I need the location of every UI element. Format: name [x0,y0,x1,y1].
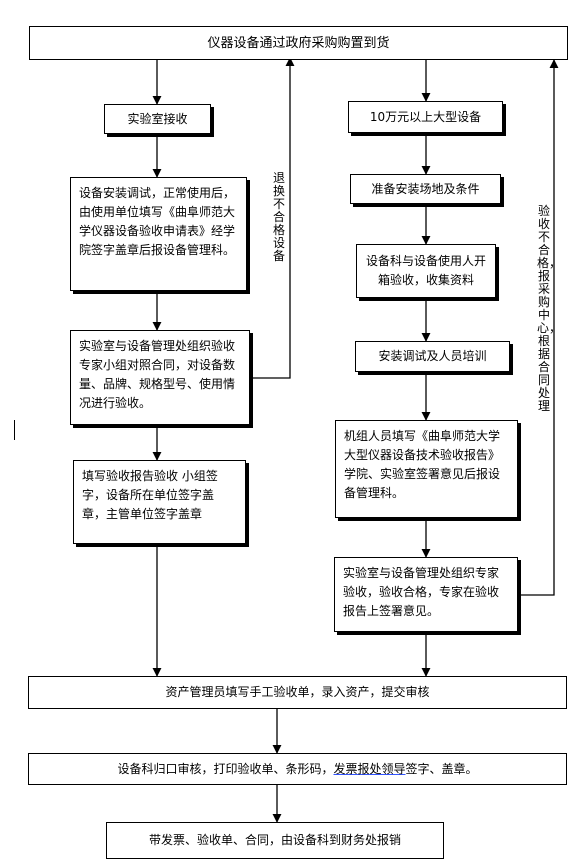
box-finance-reimburse: 带发票、验收单、合同，由设备科到财务处报销 [106,822,444,859]
box-tech-report: 机组人员填写《曲阜师范大学大型仪器设备技术验收报告》 学院、实验室签署意见后报设… [335,420,518,518]
box-install-debug: 设备安装调试，正常使用后，由使用单位填写《曲阜师范大学仪器设备验收申请表》经学院… [70,177,247,291]
text-cursor [14,420,15,440]
box-asset-entry: 资产管理员填写手工验收单，录入资产，提交审核 [28,676,567,709]
box-unpack-check: 设备科与设备使用人开箱验收，收集资料 [356,244,496,298]
box-report-sign: 填写验收报告验收 小组签字，设备所在单位签字盖章，主管单位签字盖章 [73,460,246,544]
box-expert-check: 实验室与设备管理处组织验收专家小组对照合同，对设备数量、品牌、规格型号、使用情况… [70,330,250,425]
dept-text-before: 设备科归口审核，打印验收单、条形码， [117,761,334,776]
label-return-unqualified: 退换不合格设备 [272,171,285,263]
box-expert-accept: 实验室与设备管理处组织专家验收，验收合格，专家在验收报告上签署意见。 [334,557,518,632]
box-prepare-site: 准备安装场地及条件 [350,174,501,204]
dept-text-after: 签字、盖章。 [405,761,478,776]
label-fail-handling: 验收不合格，报采购中心，根据合同处理 [537,204,562,413]
arrow-return-loop [250,57,295,379]
box-dept-review: 设备科归口审核，打印验收单、条形码，发票报处领导签字、盖章。 [28,753,567,785]
box-large-equipment: 10万元以上大型设备 [348,101,503,133]
box-arrival: 仪器设备通过政府采购购置到货 [29,26,568,60]
dept-text-underlined: 发票报处领导 [333,761,406,776]
box-install-train: 安装调试及人员培训 [355,341,510,372]
box-lab-receive: 实验室接收 [104,104,211,134]
arrow-fail-loop [518,59,559,596]
